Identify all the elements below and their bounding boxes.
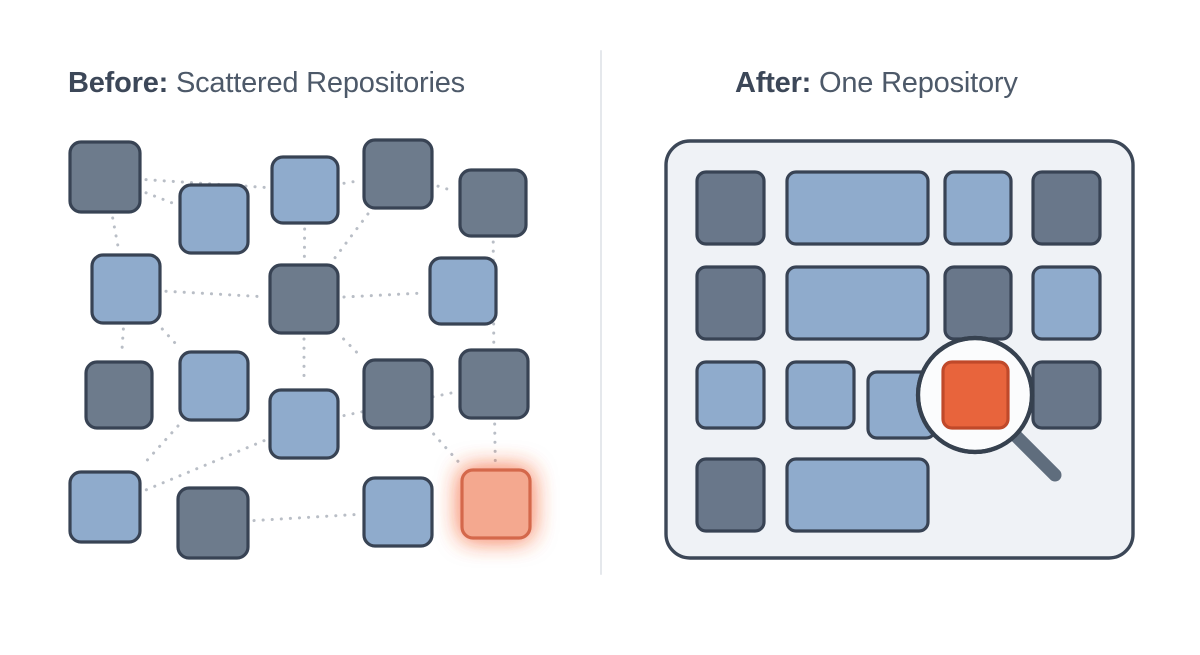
repository-tile (695, 265, 766, 341)
graph-edge (432, 432, 462, 466)
repository-tile (1031, 360, 1102, 430)
graph-edge (342, 390, 456, 418)
graph-edge (160, 327, 180, 348)
after-title-strong: After: (735, 67, 812, 99)
repository-tile (943, 170, 1013, 246)
scattered-node-highlighted (460, 468, 532, 540)
graph-edge (144, 439, 266, 492)
repository-tile (1031, 170, 1102, 246)
before-title-strong: Before: (68, 67, 169, 99)
scattered-node (268, 388, 340, 460)
repository-tile (695, 170, 766, 246)
graph-edge (111, 216, 120, 251)
scattered-node (362, 358, 434, 430)
scattered-node (90, 253, 162, 325)
graph-edge (491, 240, 496, 346)
graph-edge (164, 289, 266, 299)
repository-tile (785, 265, 930, 341)
scattered-edges (111, 178, 497, 523)
repository-container (664, 139, 1135, 560)
scattered-node (458, 348, 530, 420)
scattered-node (84, 360, 154, 430)
scattered-node (178, 350, 250, 422)
after-panel-title: After: One Repository (735, 66, 1018, 100)
scattered-nodes (68, 138, 532, 560)
repository-tile (695, 457, 766, 533)
magnifier-ring (915, 335, 1035, 455)
graph-edge (332, 212, 370, 261)
graph-edge (342, 337, 360, 356)
repository-tile (943, 265, 1013, 341)
repository-board (664, 139, 1135, 560)
repository-tile (785, 457, 930, 533)
scattered-node (458, 168, 528, 238)
repository-tile (785, 360, 856, 430)
repository-tile (695, 360, 766, 430)
scattered-node (362, 476, 434, 548)
scattered-node (270, 155, 340, 225)
graph-edge (493, 422, 497, 466)
graph-edge (120, 327, 125, 358)
before-title-rest: Scattered Repositories (168, 67, 465, 99)
scattered-node (178, 183, 250, 255)
graph-edge (342, 179, 360, 185)
scattered-node (428, 256, 498, 326)
graph-edge (144, 178, 268, 189)
magnified-repository-tile (941, 360, 1010, 430)
graph-edge (252, 512, 360, 523)
graph-edge (144, 191, 176, 206)
scattered-node (68, 470, 142, 544)
magnifier-handle (1009, 429, 1062, 482)
after-title-rest: One Repository (811, 67, 1018, 99)
before-panel-title: Before: Scattered Repositories (68, 66, 465, 100)
graph-edge (140, 424, 180, 468)
scattered-node (268, 263, 340, 335)
panel-divider (600, 50, 602, 575)
scattered-node (362, 138, 434, 210)
repository-tile (785, 170, 930, 246)
scattered-node (68, 140, 142, 214)
repository-tile (1031, 265, 1102, 341)
graph-edge (342, 291, 426, 299)
scattered-node (176, 486, 250, 560)
graph-edge (436, 184, 456, 193)
